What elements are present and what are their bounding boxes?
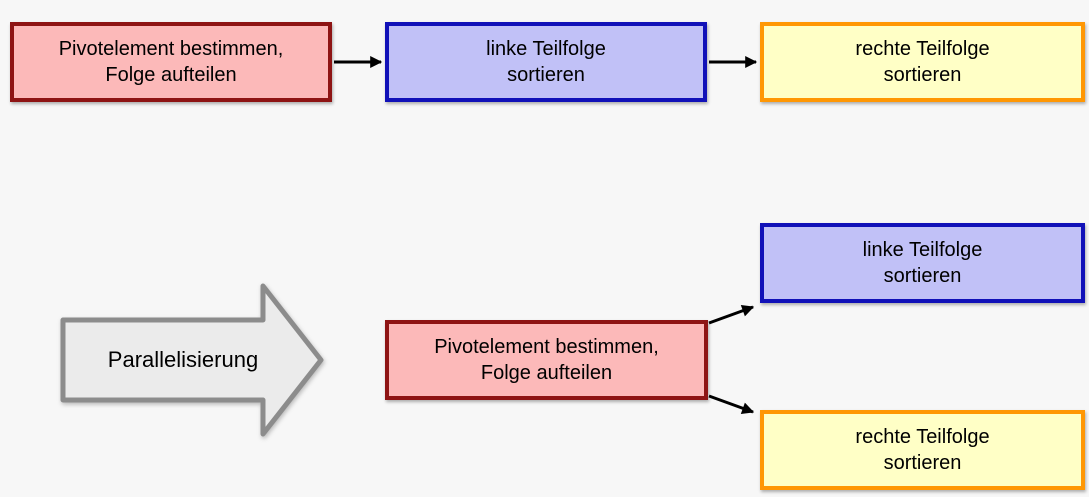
node-right-subsequence-parallel: rechte Teilfolge sortieren xyxy=(760,410,1085,490)
parallelisierung-label: Parallelisierung xyxy=(107,347,259,372)
node-right-subsequence-sequential: rechte Teilfolge sortieren xyxy=(760,22,1085,102)
node-pivot-sequential: Pivotelement bestimmen, Folge aufteilen xyxy=(10,22,332,102)
parallelisierung-arrow-shape xyxy=(60,283,324,437)
node-left-subsequence-parallel: linke Teilfolge sortieren xyxy=(760,223,1085,303)
node-pivot-parallel: Pivotelement bestimmen, Folge aufteilen xyxy=(385,320,708,400)
node-left-subsequence-sequential: linke Teilfolge sortieren xyxy=(385,22,707,102)
arrow-pivot-to-right-parallel xyxy=(708,394,755,414)
arrow-pivot-to-left-parallel xyxy=(708,305,755,325)
